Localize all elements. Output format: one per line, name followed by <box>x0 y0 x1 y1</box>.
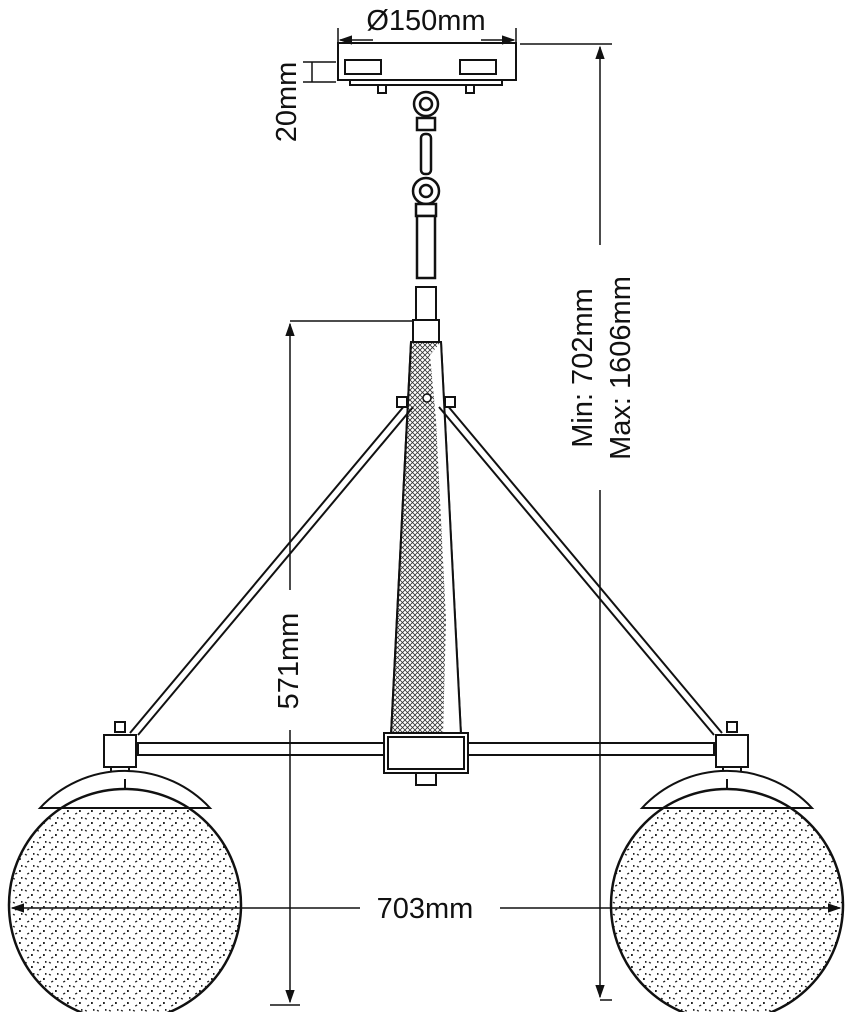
stem-rod <box>412 286 440 343</box>
cross-bar <box>103 732 749 786</box>
support-arms <box>114 396 738 736</box>
label-min-height: Min: 702mm <box>567 288 599 448</box>
globe-right <box>609 769 845 1017</box>
dimension-lines <box>10 28 842 1006</box>
label-body-height: 571mm <box>273 613 305 710</box>
label-max-height: Max: 1606mm <box>605 276 637 460</box>
label-canopy-diameter: Ø150mm <box>366 5 485 37</box>
globe-left <box>7 769 243 1017</box>
label-canopy-height: 20mm <box>271 62 303 143</box>
suspension-chain <box>411 90 441 280</box>
ceiling-canopy <box>337 42 517 94</box>
label-overall-width: 703mm <box>377 893 474 925</box>
